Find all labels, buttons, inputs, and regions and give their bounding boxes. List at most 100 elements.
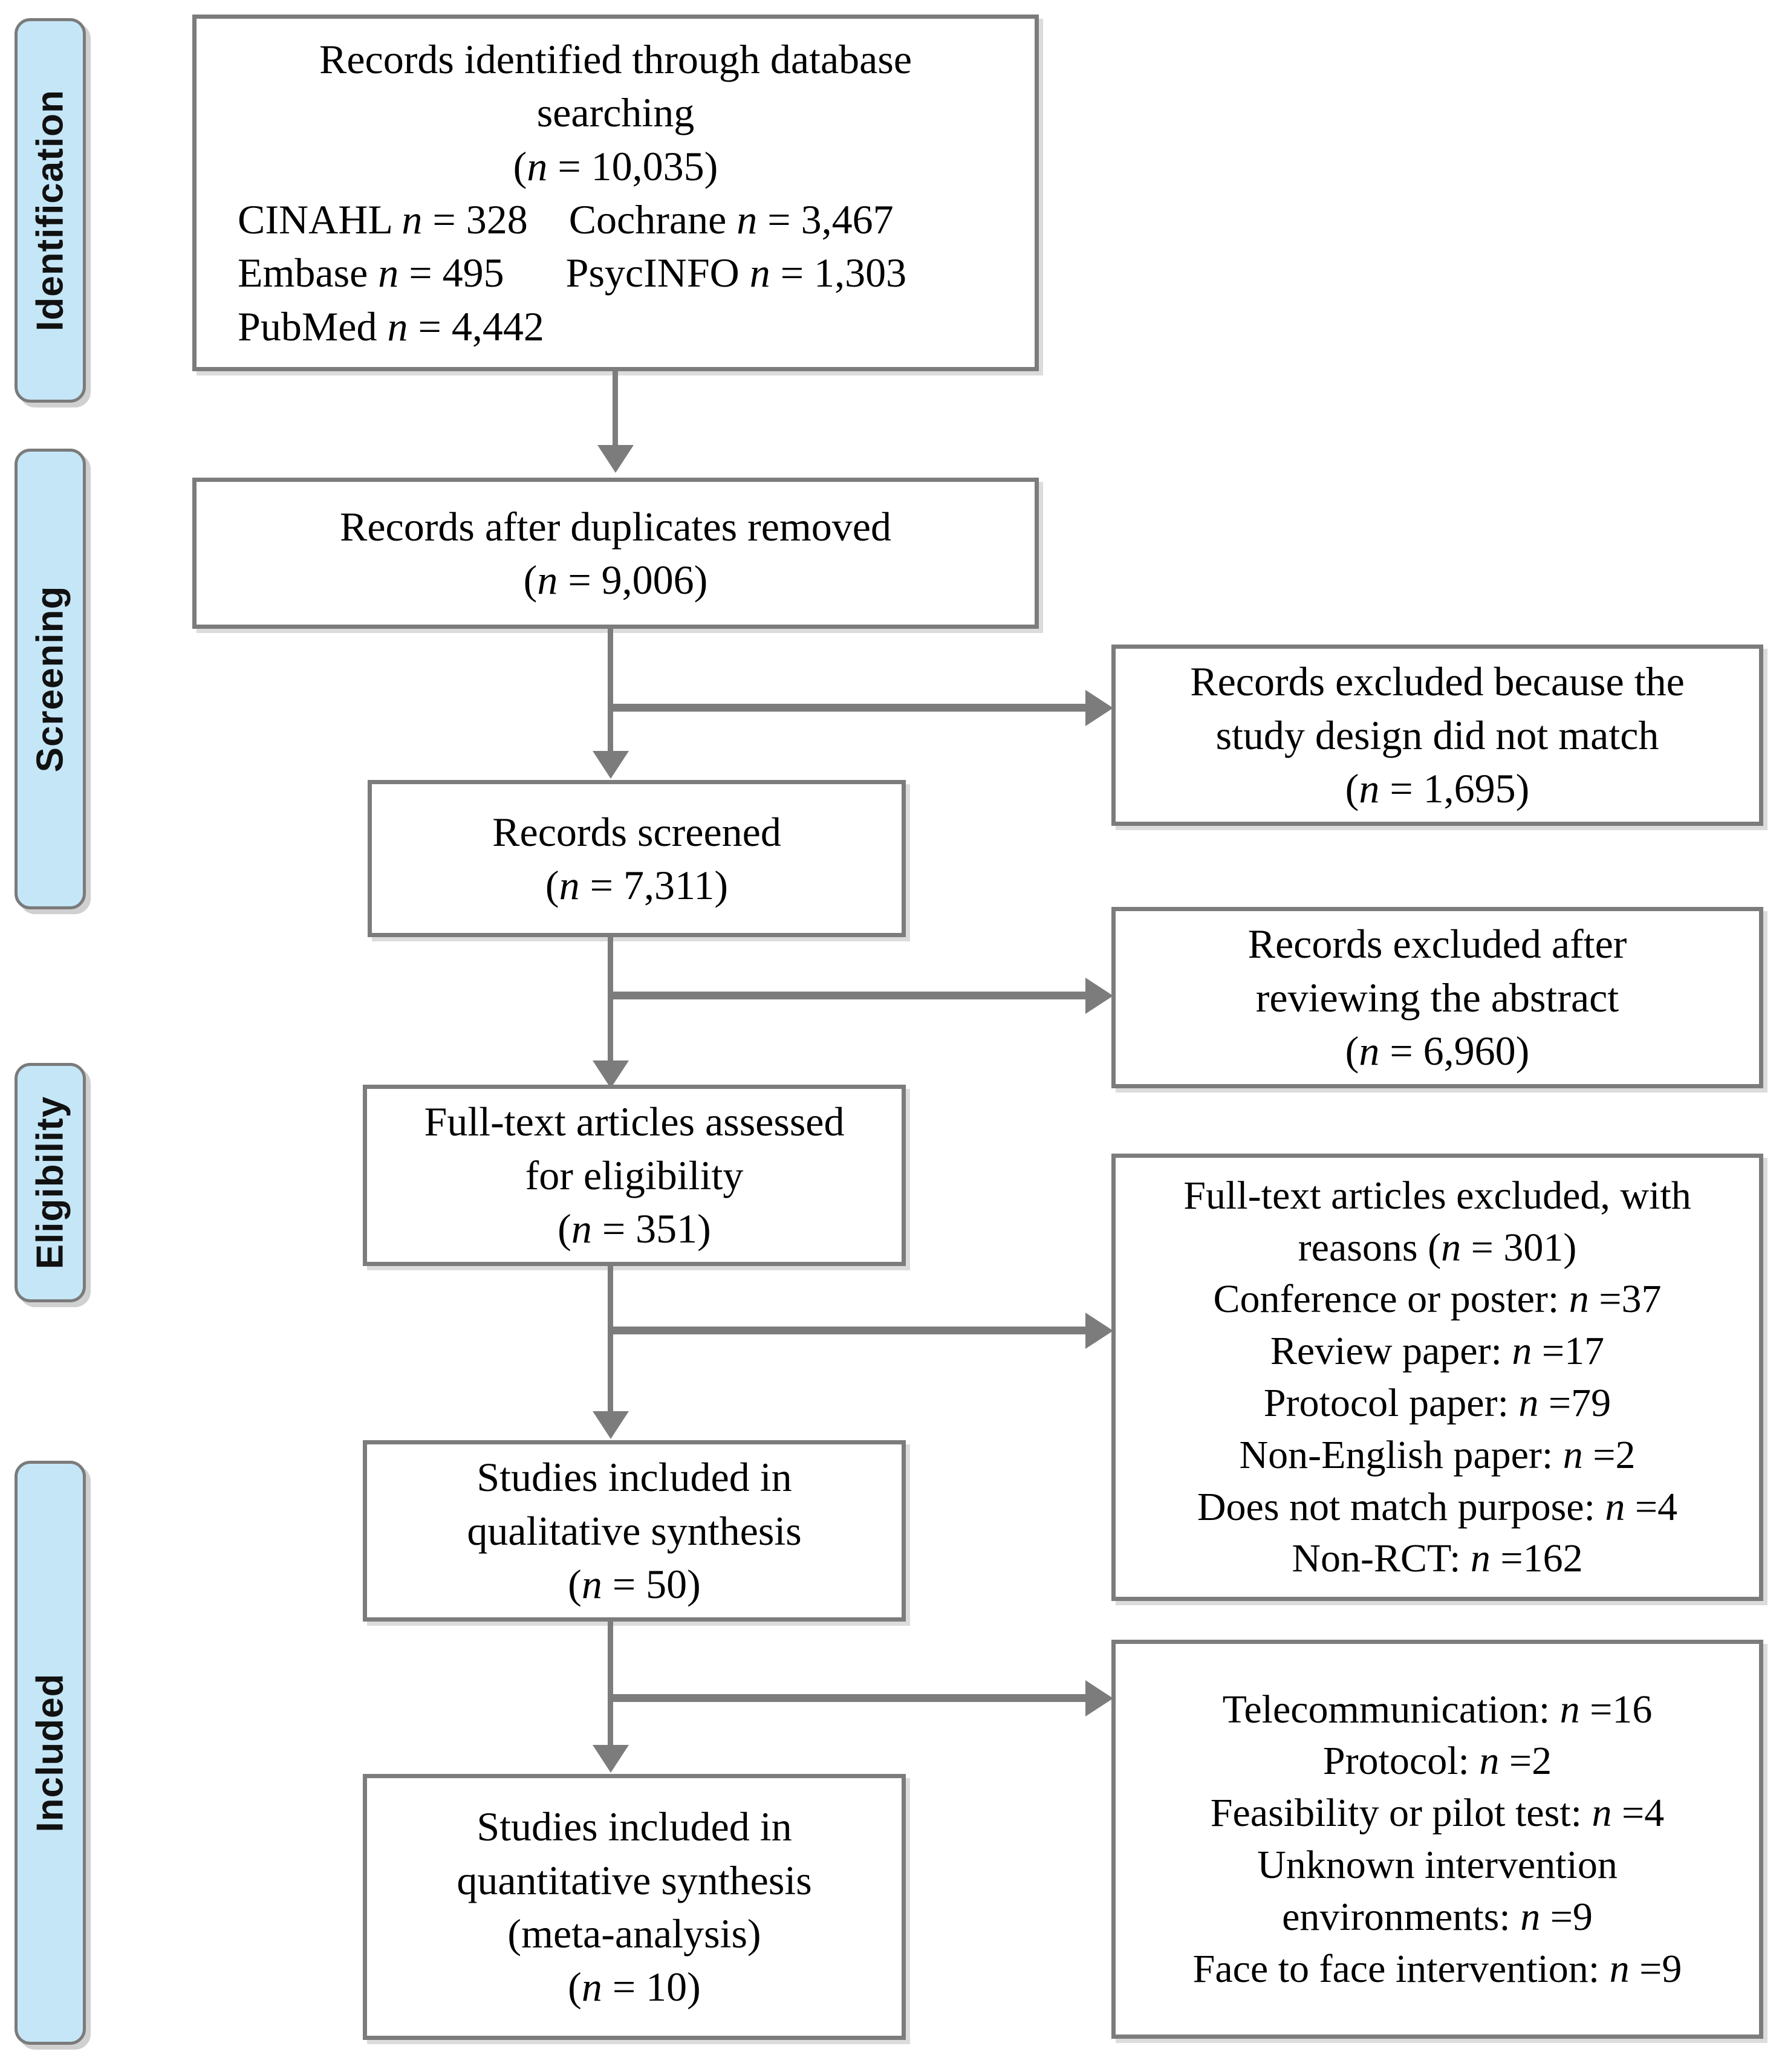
- arrowhead-screened-to-fulltext: [593, 1060, 629, 1088]
- excluded-abstract-line-1: Records excluded after: [1247, 921, 1627, 967]
- stage-included-label: Included: [29, 1673, 71, 1833]
- arrowhead-duplicates-to-screened: [593, 751, 629, 779]
- identified-line-4: CINAHL n = 328 Cochrane n = 3,467: [238, 196, 894, 242]
- arrowhead-to-excluded-abstract: [1085, 978, 1113, 1014]
- reason-review: Review paper: n =17: [1270, 1329, 1605, 1374]
- qex-protocol: Protocol: n =2: [1322, 1739, 1552, 1784]
- duplicates-removed-title: Records after duplicates removed: [340, 503, 891, 550]
- qex-feasibility-n: 4: [1644, 1791, 1665, 1836]
- records-screened-title: Records screened: [492, 808, 781, 855]
- excluded-design-n: 1,695: [1423, 765, 1516, 812]
- branch-to-excluded-abstract: [608, 992, 1091, 999]
- reason-purpose-label: Does not match purpose: [1197, 1484, 1584, 1529]
- excluded-abstract-line-2: reviewing the abstract: [1255, 974, 1619, 1021]
- source-psycinfo-name: PsycINFO: [565, 250, 740, 296]
- identified-line-6: PubMed n = 4,442: [238, 303, 544, 349]
- reason-non-rct-n: 162: [1523, 1536, 1583, 1581]
- qualitative-line-2: qualitative synthesis: [467, 1507, 802, 1554]
- box-duplicates-removed-text: Records after duplicates removed (n = 9,…: [197, 500, 1035, 607]
- qualitative-n: 50: [646, 1561, 688, 1608]
- fulltext-excluded-line-2: reasons (n = 301): [1298, 1225, 1577, 1270]
- quantitative-count: (n = 10): [568, 1964, 701, 2010]
- duplicates-removed-n: 9,006: [601, 557, 694, 603]
- branch-to-fulltext-excluded: [608, 1327, 1091, 1334]
- qex-feasibility: Feasibility or pilot test: n =4: [1210, 1791, 1665, 1836]
- stage-screening-label: Screening: [29, 585, 71, 773]
- excluded-design-count: (n = 1,695): [1345, 765, 1530, 812]
- qex-face-to-face-n: 9: [1662, 1946, 1682, 1991]
- stage-eligibility-label: Eligibility: [29, 1096, 71, 1270]
- fulltext-excluded-n: 301: [1503, 1225, 1564, 1270]
- connector-identified-to-duplicates: [613, 371, 618, 449]
- stage-identification-label: Identification: [29, 89, 71, 331]
- excluded-design-line-2: study design did not match: [1215, 712, 1659, 758]
- qex-telecommunication-label: Telecommunication: [1222, 1687, 1539, 1732]
- branch-to-quantitative-excluded: [608, 1694, 1091, 1702]
- reason-non-rct-label: Non-RCT: [1292, 1536, 1450, 1581]
- qex-unknown-env-line-1: Unknown intervention: [1257, 1843, 1618, 1887]
- reason-protocol-paper-n: 79: [1571, 1381, 1611, 1425]
- box-excluded-study-design-text: Records excluded because the study desig…: [1116, 655, 1759, 815]
- qex-telecommunication-n: 16: [1612, 1687, 1653, 1732]
- quantitative-line-3: (meta-analysis): [507, 1911, 761, 1957]
- duplicates-removed-count: (n = 9,006): [523, 557, 708, 603]
- box-quantitative-synthesis-text: Studies included in quantitative synthes…: [367, 1800, 902, 2014]
- arrowhead-to-fulltext-excluded: [1085, 1313, 1113, 1349]
- excluded-abstract-count: (n = 6,960): [1345, 1028, 1530, 1074]
- qex-face-to-face: Face to face intervention: n =9: [1192, 1946, 1682, 1991]
- reason-non-english: Non-English paper: n =2: [1239, 1432, 1636, 1477]
- reason-conference: Conference or poster: n =37: [1213, 1277, 1662, 1322]
- box-fulltext-assessed: Full-text articles assessed for eligibil…: [363, 1085, 906, 1266]
- arrowhead-to-quantitative-excluded: [1085, 1680, 1113, 1716]
- records-screened-count: (n = 7,311): [545, 862, 729, 908]
- box-quantitative-synthesis: Studies included in quantitative synthes…: [363, 1774, 906, 2040]
- excluded-abstract-n: 6,960: [1423, 1028, 1516, 1074]
- connector-duplicates-to-screened: [608, 629, 613, 756]
- identified-line-2: searching: [536, 89, 695, 136]
- arrowhead-to-excluded-design: [1085, 690, 1113, 726]
- box-records-screened: Records screened (n = 7,311): [368, 780, 906, 937]
- fulltext-assessed-n: 351: [636, 1206, 698, 1252]
- stage-included: Included: [15, 1461, 86, 2045]
- qex-face-to-face-label: Face to face intervention: [1192, 1946, 1589, 1991]
- quantitative-line-1: Studies included in: [476, 1804, 792, 1850]
- fulltext-excluded-line-1: Full-text articles excluded, with: [1183, 1173, 1691, 1218]
- reason-non-rct: Non-RCT: n =162: [1292, 1536, 1583, 1581]
- reason-purpose-n: 4: [1657, 1484, 1678, 1529]
- qex-protocol-n: 2: [1532, 1739, 1552, 1784]
- qex-protocol-label: Protocol: [1322, 1739, 1458, 1784]
- identified-line-3: (n = 10,035): [513, 143, 718, 189]
- reason-purpose: Does not match purpose: n =4: [1197, 1484, 1678, 1529]
- source-embase-n: 495: [442, 250, 504, 296]
- source-embase-name: Embase: [238, 250, 368, 296]
- reason-non-english-label: Non-English paper: [1239, 1432, 1542, 1477]
- reason-conference-label: Conference or poster: [1213, 1277, 1548, 1322]
- reason-protocol-paper-label: Protocol paper: [1263, 1381, 1498, 1425]
- qex-unknown-env-n: 9: [1572, 1894, 1593, 1939]
- stage-identification: Identification: [15, 18, 86, 403]
- source-psycinfo-n: 1,303: [814, 250, 907, 296]
- arrowhead-identified-to-duplicates: [597, 445, 634, 473]
- box-qualitative-synthesis-text: Studies included in qualitative synthesi…: [367, 1450, 902, 1611]
- source-pubmed-n: 4,442: [451, 303, 544, 349]
- box-qualitative-synthesis: Studies included in qualitative synthesi…: [363, 1440, 906, 1622]
- qualitative-count: (n = 50): [568, 1561, 701, 1608]
- box-excluded-abstract-text: Records excluded after reviewing the abs…: [1116, 917, 1759, 1077]
- qex-unknown-env-line-2: environments: n =9: [1282, 1894, 1593, 1939]
- box-excluded-abstract: Records excluded after reviewing the abs…: [1111, 907, 1763, 1088]
- box-fulltext-excluded: Full-text articles excluded, with reason…: [1111, 1154, 1763, 1601]
- box-fulltext-assessed-text: Full-text articles assessed for eligibil…: [367, 1095, 902, 1255]
- box-records-identified: Records identified through database sear…: [192, 15, 1039, 371]
- source-pubmed-name: PubMed: [238, 303, 377, 349]
- box-quantitative-excluded-text: Telecommunication: n =16 Protocol: n =2 …: [1116, 1684, 1759, 1995]
- fulltext-assessed-line-2: for eligibility: [525, 1152, 744, 1198]
- branch-to-excluded-design: [608, 704, 1091, 712]
- box-duplicates-removed: Records after duplicates removed (n = 9,…: [192, 478, 1039, 629]
- box-excluded-study-design: Records excluded because the study desig…: [1111, 645, 1763, 826]
- source-cinahl-name: CINAHL: [238, 196, 392, 242]
- reason-review-n: 17: [1564, 1329, 1605, 1374]
- stage-eligibility: Eligibility: [15, 1063, 86, 1302]
- box-records-identified-text: Records identified through database sear…: [197, 33, 1035, 353]
- box-fulltext-excluded-text: Full-text articles excluded, with reason…: [1116, 1170, 1759, 1585]
